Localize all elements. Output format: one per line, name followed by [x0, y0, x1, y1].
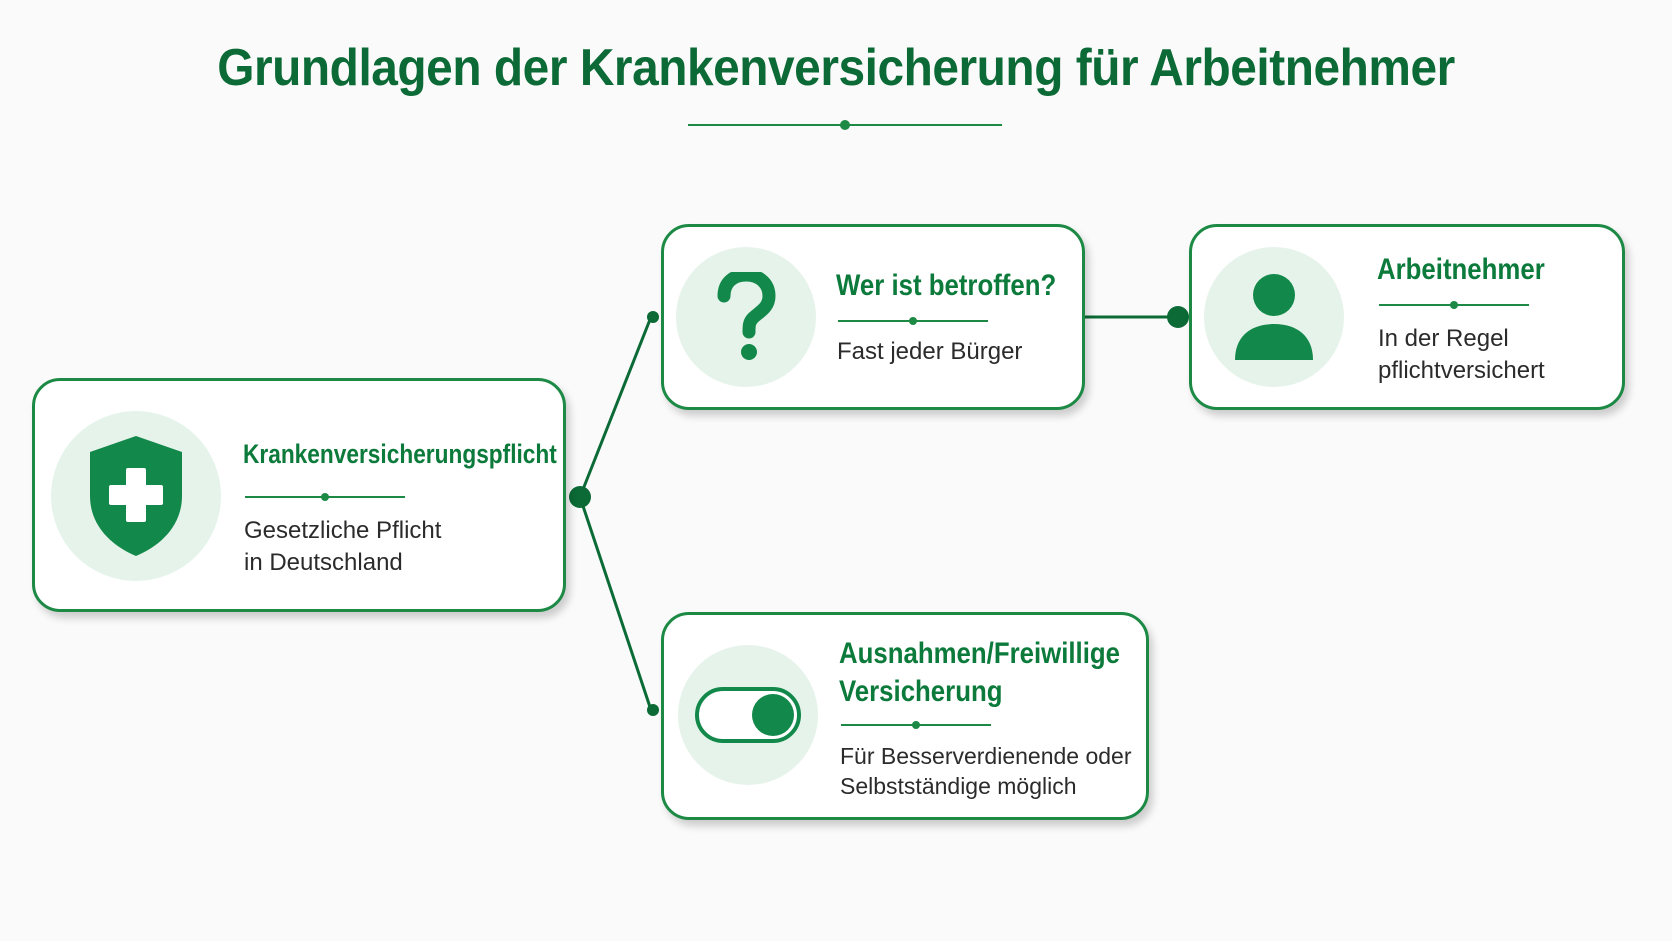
- node-krankenversicherungspflicht: Krankenversicherungspflicht Gesetzliche …: [32, 378, 566, 612]
- description-line: Fast jeder Bürger: [837, 338, 1023, 365]
- page-title: Grundlagen der Krankenversicherung für A…: [217, 39, 1455, 97]
- node-title: Wer ist betroffen?: [836, 269, 1057, 302]
- node-arbeitnehmer: Arbeitnehmer In der Regel pflichtversich…: [1189, 224, 1625, 410]
- toggle-switch-icon: [695, 687, 801, 743]
- title-line: Versicherung: [839, 675, 1003, 708]
- toggle-icon-circle: [678, 645, 818, 785]
- person-icon: [1235, 274, 1313, 360]
- node-divider: [1379, 301, 1529, 309]
- node-title: Ausnahmen/Freiwillige Versicherung: [839, 635, 1120, 711]
- node-divider: [838, 317, 988, 325]
- shield-plus-icon: [90, 436, 182, 556]
- description-line: Gesetzliche Pflicht: [244, 517, 442, 544]
- node-description: Fast jeder Bürger: [837, 336, 1022, 368]
- question-icon-circle: [676, 247, 816, 387]
- title-line: Ausnahmen/Freiwillige: [839, 637, 1120, 670]
- node-title: Arbeitnehmer: [1377, 253, 1545, 286]
- description-line: pflichtversichert: [1378, 356, 1545, 384]
- node-description: Gesetzliche Pflicht in Deutschland: [244, 515, 441, 578]
- description-line: in Deutschland: [244, 548, 403, 576]
- junction-dot-right: [1167, 306, 1189, 328]
- question-mark-icon: [717, 272, 776, 360]
- node-title: Krankenversicherungspflicht: [243, 439, 557, 469]
- junction-dot-bottom: [647, 704, 659, 716]
- node-ausnahmen-freiwillige-versicherung: Ausnahmen/Freiwillige Versicherung Für B…: [661, 612, 1149, 820]
- junction-dot-main: [569, 486, 591, 508]
- node-divider: [841, 721, 991, 729]
- description-line: In der Regel: [1378, 325, 1509, 352]
- node-divider: [245, 493, 405, 501]
- shield-icon-circle: [51, 411, 221, 581]
- node-description: Für Besserverdienende oder Selbstständig…: [840, 741, 1132, 802]
- description-line: Selbstständige möglich: [840, 773, 1077, 800]
- node-description: In der Regel pflichtversichert: [1378, 323, 1545, 386]
- junction-dot-top: [647, 311, 659, 323]
- description-line: Für Besserverdienende oder: [840, 743, 1132, 769]
- node-wer-ist-betroffen: Wer ist betroffen? Fast jeder Bürger: [661, 224, 1085, 410]
- title-divider: [688, 120, 1002, 130]
- person-icon-circle: [1204, 247, 1344, 387]
